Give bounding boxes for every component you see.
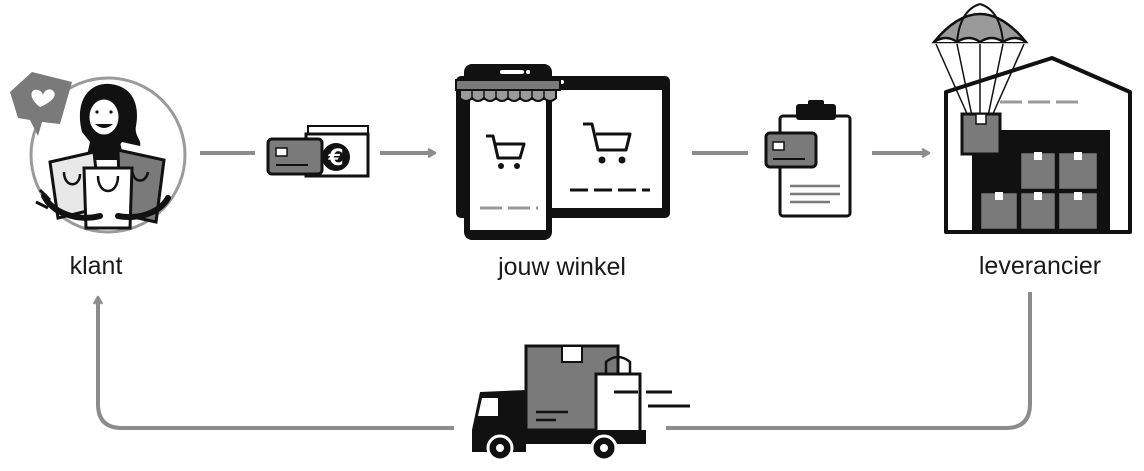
delivery-truck-with-box-icon bbox=[472, 344, 690, 462]
return-path-right bbox=[666, 292, 1032, 430]
return-arrow-to-customer bbox=[98, 298, 454, 430]
customer-icon bbox=[10, 72, 187, 234]
clipboard-order-with-card-icon bbox=[764, 100, 852, 218]
shop-label: jouw winkel bbox=[497, 253, 626, 281]
cart-icon bbox=[486, 134, 526, 169]
box-stack-icon bbox=[978, 150, 1100, 232]
customer-label: klant bbox=[70, 252, 123, 280]
cart-icon bbox=[583, 122, 632, 164]
credit-card-and-euro-banknote-icon: € bbox=[266, 125, 370, 178]
svg-text:€: € bbox=[327, 146, 343, 171]
warehouse-with-parachute-box-icon bbox=[931, 3, 1132, 234]
parachute-icon bbox=[931, 3, 1029, 156]
shop-awning-icon bbox=[455, 79, 561, 102]
heart-speech-bubble-icon bbox=[10, 72, 72, 136]
supplier-label: leverancier bbox=[979, 252, 1101, 280]
phone-and-tablet-webshop-icon bbox=[455, 64, 670, 240]
